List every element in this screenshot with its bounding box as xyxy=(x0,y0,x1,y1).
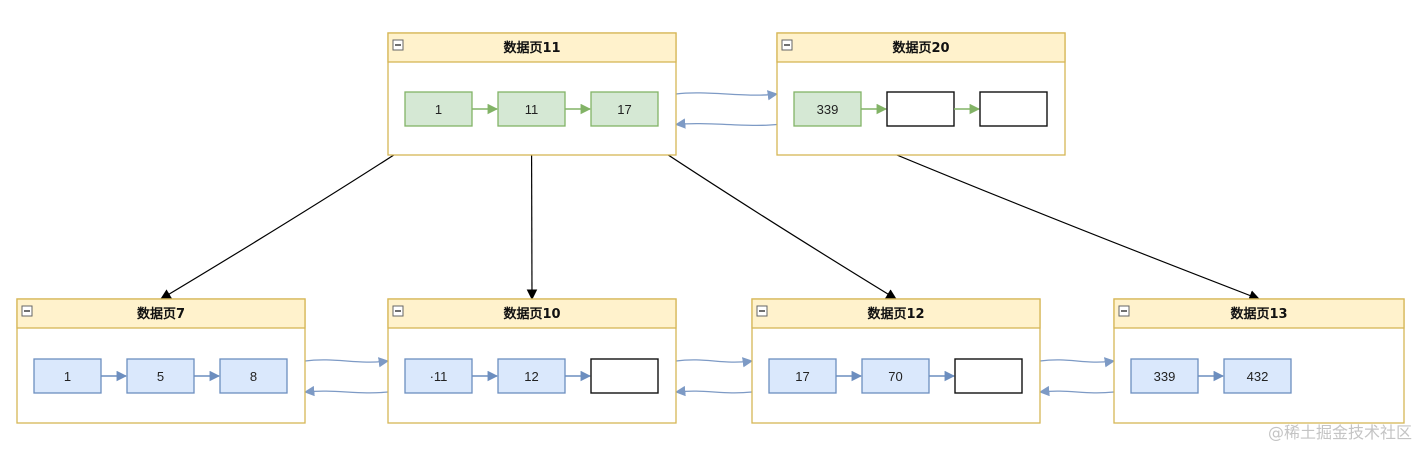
record-key: 339 xyxy=(1154,369,1176,384)
collapse-icon[interactable] xyxy=(781,39,793,51)
child-links xyxy=(160,125,1261,301)
sibling-link-p10-p12 xyxy=(674,357,754,397)
page-header xyxy=(387,32,677,63)
collapse-icon[interactable] xyxy=(392,305,404,317)
record-key: 70 xyxy=(888,369,902,384)
empty-record-slot xyxy=(979,91,1048,127)
page-header xyxy=(776,32,1066,63)
record-key: ·11 xyxy=(430,369,448,384)
collapse-icon[interactable] xyxy=(756,305,768,317)
page-title: 数据页12 xyxy=(867,306,924,322)
record-cell: 17 xyxy=(768,358,837,394)
record-key: 12 xyxy=(524,369,538,384)
record-cell: 432 xyxy=(1223,358,1292,394)
prev-page-arrow xyxy=(674,385,753,397)
page-title: 数据页10 xyxy=(503,306,560,322)
sibling-links xyxy=(303,90,1116,397)
page-title: 数据页7 xyxy=(137,306,185,322)
next-page-arrow xyxy=(304,357,390,368)
data-page-p13: 数据页13 339 432 xyxy=(1113,298,1405,424)
record-cell: 5 xyxy=(126,358,195,394)
next-page-arrow xyxy=(675,90,779,101)
record-key: 339 xyxy=(817,102,839,117)
data-page-p7: 数据页7 1 5 8 xyxy=(16,298,306,424)
record-key: 17 xyxy=(795,369,809,384)
collapse-icon[interactable] xyxy=(21,305,33,317)
record-key: 432 xyxy=(1247,369,1269,384)
sibling-link-p7-p10 xyxy=(303,357,390,397)
record-key: 11 xyxy=(525,102,539,117)
next-page-arrow xyxy=(675,357,754,368)
record-key: 1 xyxy=(435,102,442,117)
collapse-icon[interactable] xyxy=(392,39,404,51)
record-cell: 8 xyxy=(219,358,288,394)
page-header xyxy=(751,298,1041,329)
collapse-icon[interactable] xyxy=(1118,305,1130,317)
record-key: 5 xyxy=(157,369,164,384)
sibling-link-p12-p13 xyxy=(1038,357,1116,397)
page-header xyxy=(16,298,306,329)
record-cell: 1 xyxy=(33,358,102,394)
record-cell: 17 xyxy=(590,91,659,127)
empty-record-slot xyxy=(954,358,1023,394)
data-page-p10: 数据页10 ·11 12 xyxy=(387,298,677,424)
record-key: 1 xyxy=(64,369,71,384)
record-cell: 11 xyxy=(497,91,566,127)
empty-record-slot xyxy=(590,358,659,394)
record-cell: ·11 xyxy=(404,358,473,394)
empty-record-slot xyxy=(886,91,955,127)
prev-page-arrow xyxy=(674,118,778,129)
page-header xyxy=(1113,298,1405,329)
record-cell: 339 xyxy=(793,91,862,127)
next-page-arrow xyxy=(1039,357,1116,368)
prev-page-arrow xyxy=(1038,385,1115,397)
page-title: 数据页20 xyxy=(892,40,949,56)
page-title: 数据页11 xyxy=(503,40,560,56)
page-header xyxy=(387,298,677,329)
record-key: 8 xyxy=(250,369,257,384)
record-cell: 12 xyxy=(497,358,566,394)
data-page-p20: 数据页20 339 xyxy=(776,32,1066,156)
page-title: 数据页13 xyxy=(1230,306,1287,322)
prev-page-arrow xyxy=(303,385,389,397)
sibling-link-p11-p20 xyxy=(674,90,779,129)
record-cell: 70 xyxy=(861,358,930,394)
watermark: @稀土掘金技术社区 xyxy=(1267,423,1412,442)
data-page-p12: 数据页12 17 70 xyxy=(751,298,1041,424)
record-cell: 339 xyxy=(1130,358,1199,394)
record-cell: 1 xyxy=(404,91,473,127)
record-key: 17 xyxy=(617,102,631,117)
